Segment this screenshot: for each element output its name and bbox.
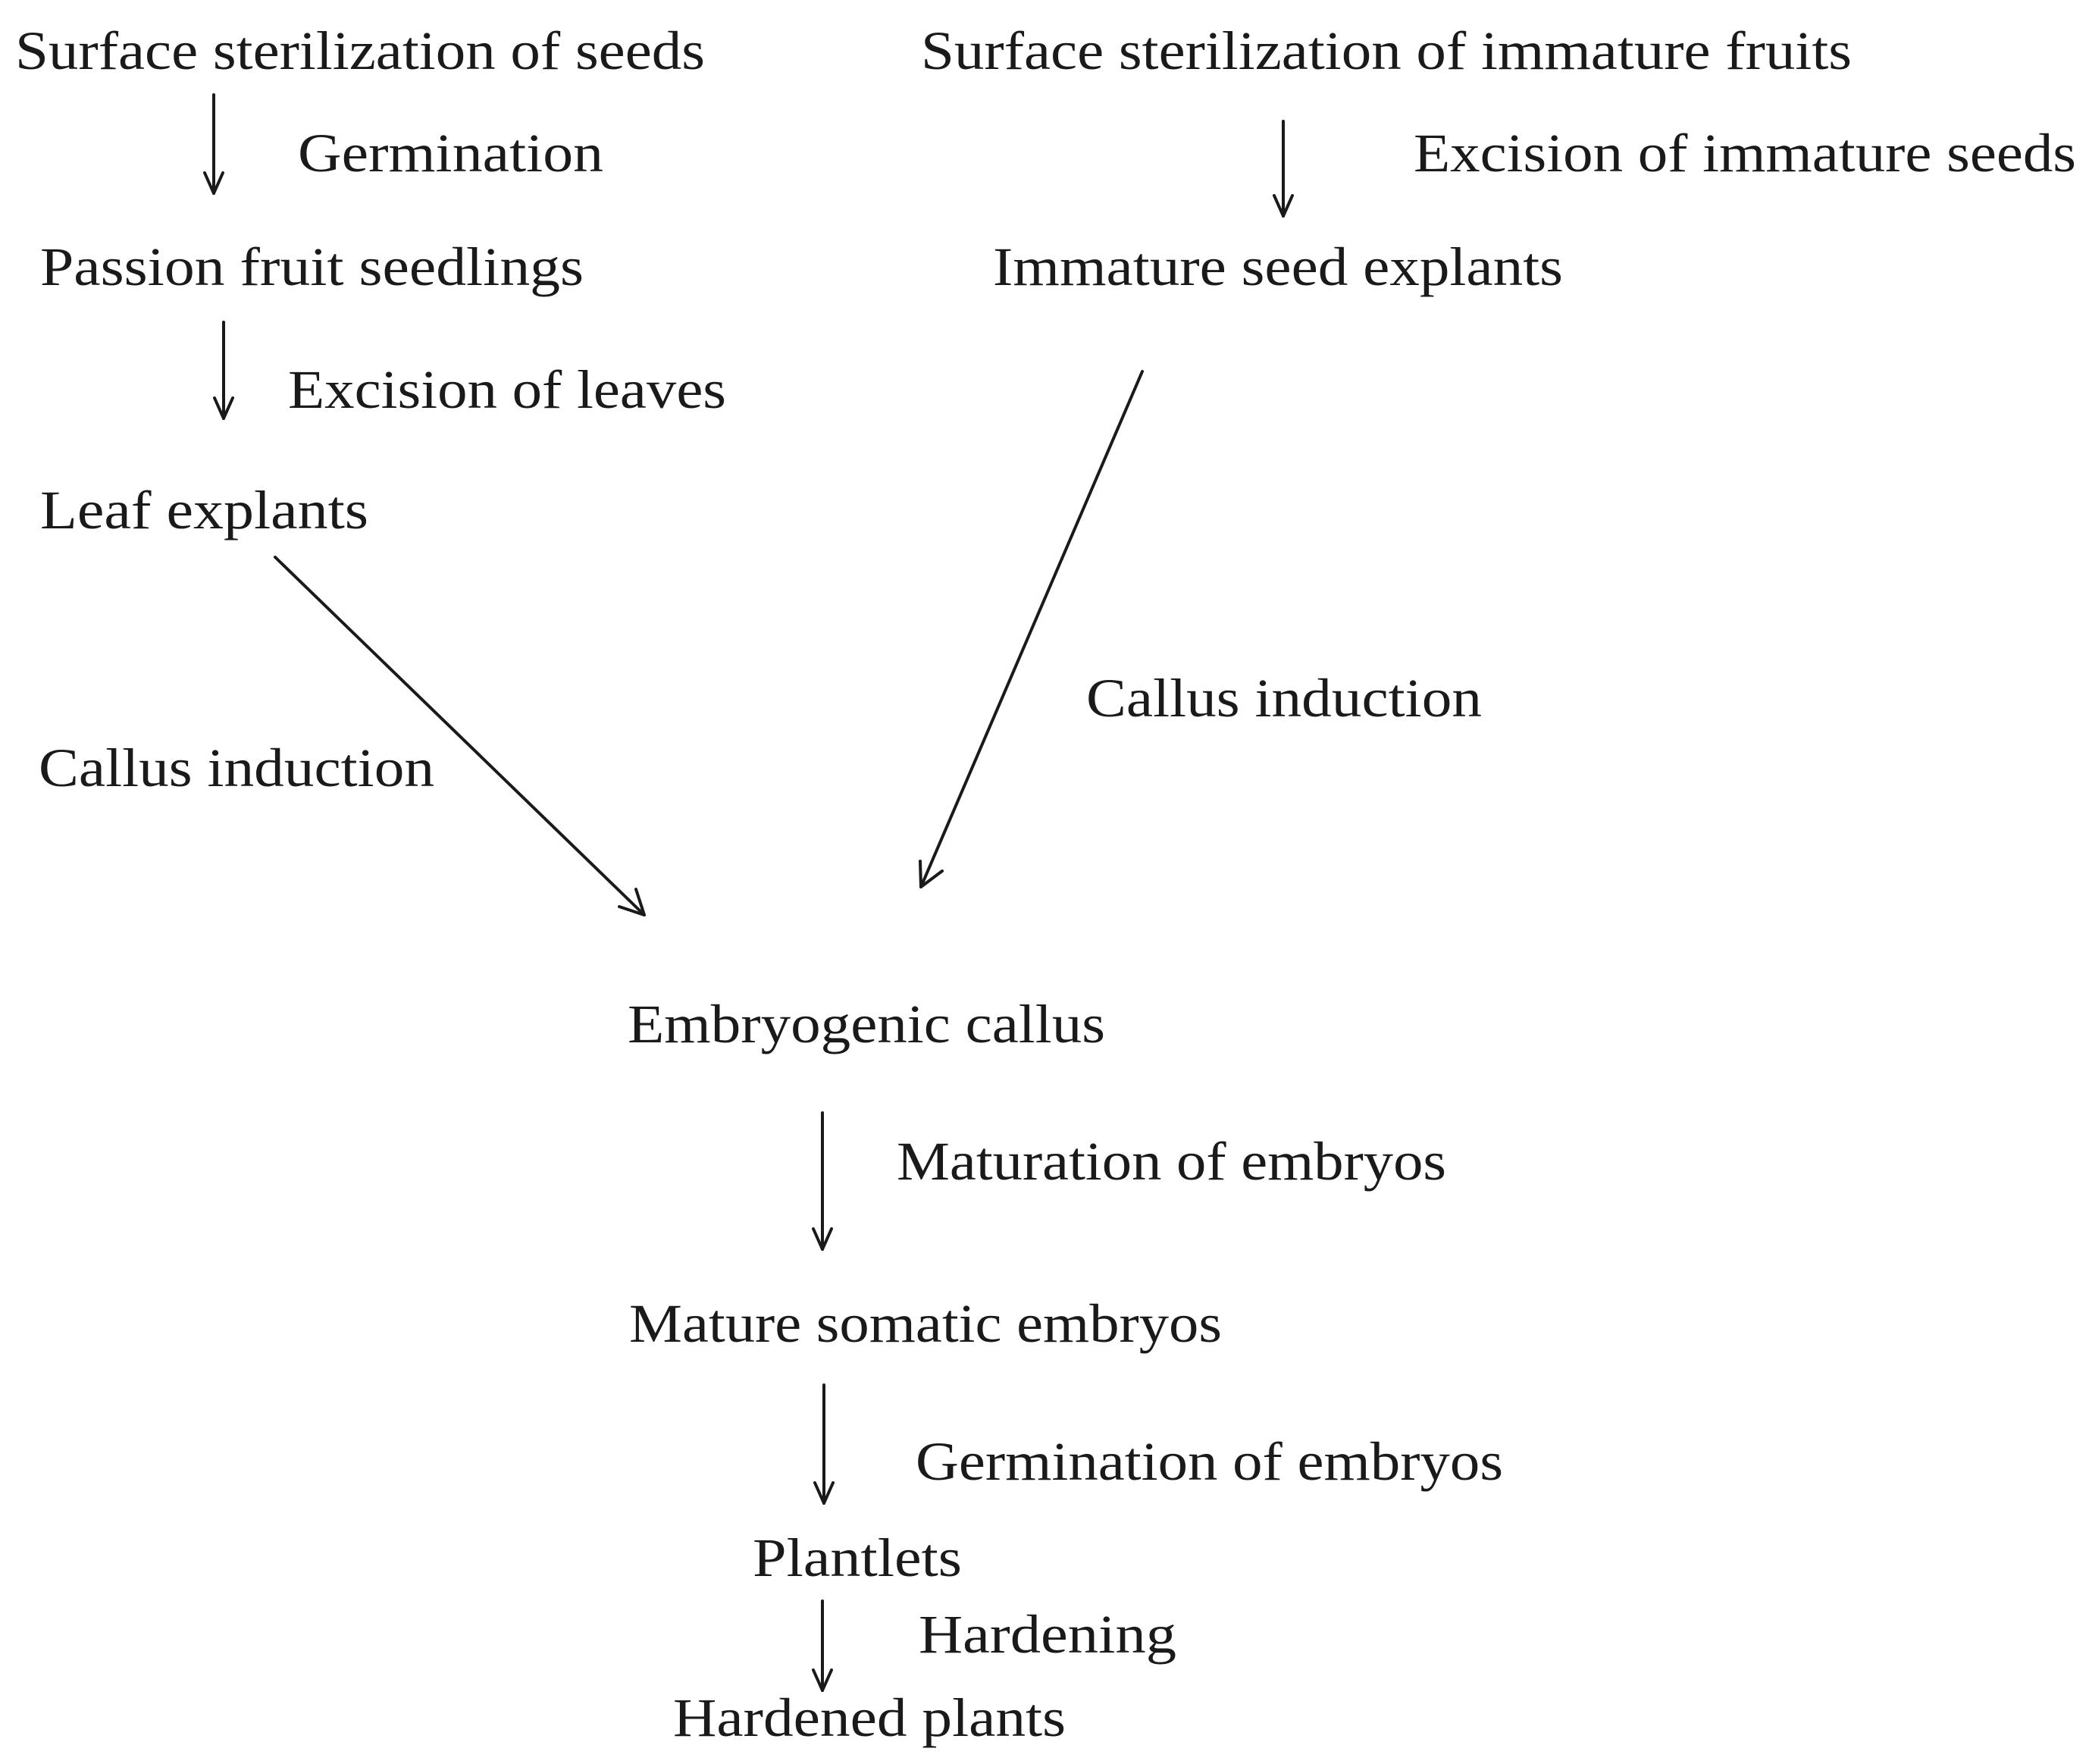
step-hardening: Hardening bbox=[919, 1604, 1176, 1665]
node-passion-fruit-seedlings: Passion fruit seedlings bbox=[40, 237, 584, 297]
node-leaf-explants: Leaf explants bbox=[40, 480, 368, 540]
arrow-callus-to-embryos bbox=[812, 1111, 833, 1251]
step-excision-of-leaves: Excision of leaves bbox=[288, 359, 726, 420]
step-germination-of-embryos: Germination of embryos bbox=[916, 1431, 1503, 1492]
node-plantlets: Plantlets bbox=[753, 1527, 962, 1588]
step-maturation-of-embryos: Maturation of embryos bbox=[897, 1131, 1446, 1192]
arrow-embryos-to-plantlets bbox=[813, 1383, 835, 1505]
step-callus-induction-left: Callus induction bbox=[39, 738, 434, 798]
step-excision-of-immature-seeds: Excision of immature seeds bbox=[1414, 123, 2076, 183]
node-fruit-sterilization: Surface sterilization of immature fruits bbox=[921, 20, 1852, 81]
node-mature-somatic-embryos: Mature somatic embryos bbox=[629, 1293, 1222, 1354]
node-embryogenic-callus: Embryogenic callus bbox=[628, 994, 1105, 1054]
arrow-leaf-to-callus bbox=[274, 556, 646, 916]
arrow-fruit-to-explants bbox=[1273, 120, 1294, 218]
arrow-seed-to-seedlings bbox=[203, 93, 224, 195]
step-germination: Germination bbox=[298, 123, 603, 183]
arrow-seedlings-to-leaf bbox=[213, 321, 234, 420]
arrow-seed-explants-to-callus bbox=[919, 370, 1144, 888]
step-callus-induction-right: Callus induction bbox=[1086, 668, 1482, 728]
node-immature-seed-explants: Immature seed explants bbox=[993, 237, 1563, 297]
node-seed-sterilization: Surface sterilization of seeds bbox=[15, 20, 705, 81]
arrow-plantlets-to-hardened bbox=[812, 1600, 833, 1692]
node-hardened-plants: Hardened plants bbox=[673, 1687, 1066, 1748]
